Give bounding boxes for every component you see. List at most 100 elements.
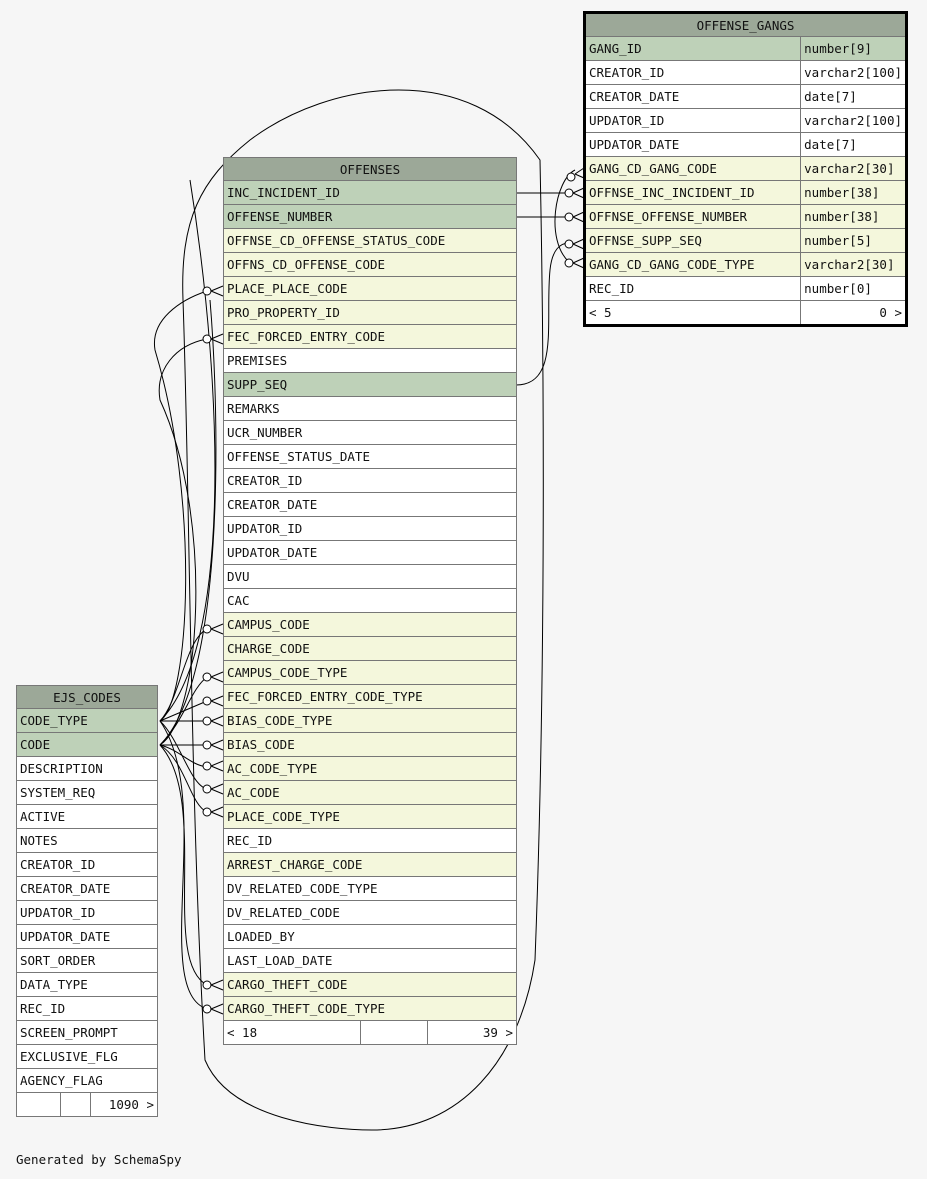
column-name[interactable]: LAST_LOAD_DATE xyxy=(223,948,517,973)
column-name[interactable]: UPDATOR_DATE xyxy=(16,924,158,949)
column-name[interactable]: CARGO_THEFT_CODE xyxy=(223,972,517,997)
column-row-offense-status-date[interactable]: OFFENSE_STATUS_DATE xyxy=(223,444,517,469)
column-name[interactable]: PLACE_PLACE_CODE xyxy=(223,276,517,301)
column-row-creator-date[interactable]: CREATOR_DATE xyxy=(16,876,158,901)
column-name[interactable]: UPDATOR_DATE xyxy=(223,540,517,565)
column-name[interactable]: CREATOR_DATE xyxy=(583,84,802,109)
column-name[interactable]: OFFNSE_CD_OFFENSE_STATUS_CODE xyxy=(223,228,517,253)
column-name[interactable]: CARGO_THEFT_CODE_TYPE xyxy=(223,996,517,1021)
column-row-system-req[interactable]: SYSTEM_REQ xyxy=(16,780,158,805)
column-row-offns-cd-offense-code[interactable]: OFFNS_CD_OFFENSE_CODE xyxy=(223,252,517,277)
table-title[interactable]: OFFENSE_GANGS xyxy=(584,12,907,37)
column-row-notes[interactable]: NOTES xyxy=(16,828,158,853)
column-name[interactable]: OFFNSE_INC_INCIDENT_ID xyxy=(583,180,802,205)
column-row-dvu[interactable]: DVU xyxy=(223,564,517,589)
column-name[interactable]: REMARKS xyxy=(223,396,517,421)
column-row-agency-flag[interactable]: AGENCY_FLAG xyxy=(16,1068,158,1093)
column-name[interactable]: DATA_TYPE xyxy=(16,972,158,997)
column-row-data-type[interactable]: DATA_TYPE xyxy=(16,972,158,997)
column-name[interactable]: UPDATOR_ID xyxy=(223,516,517,541)
column-row-campus-code-type[interactable]: CAMPUS_CODE_TYPE xyxy=(223,660,517,685)
column-row-updator-id[interactable]: UPDATOR_ID xyxy=(223,516,517,541)
column-name[interactable]: SUPP_SEQ xyxy=(223,372,517,397)
column-name[interactable]: GANG_CD_GANG_CODE_TYPE xyxy=(583,252,802,277)
column-name[interactable]: NOTES xyxy=(16,828,158,853)
column-row-ac-code[interactable]: AC_CODE xyxy=(223,780,517,805)
column-name[interactable]: CAMPUS_CODE xyxy=(223,612,517,637)
column-row-cargo-theft-code-type[interactable]: CARGO_THEFT_CODE_TYPE xyxy=(223,996,517,1021)
footer-children[interactable]: 1090 > xyxy=(90,1092,158,1117)
column-name[interactable]: CREATOR_ID xyxy=(583,60,802,85)
footer-parents[interactable] xyxy=(16,1092,61,1117)
column-name[interactable]: REC_ID xyxy=(223,828,517,853)
column-name[interactable]: AGENCY_FLAG xyxy=(16,1068,158,1093)
column-row-cac[interactable]: CAC xyxy=(223,588,517,613)
column-name[interactable]: UPDATOR_ID xyxy=(583,108,802,133)
column-name[interactable]: EXCLUSIVE_FLG xyxy=(16,1044,158,1069)
column-row-charge-code[interactable]: CHARGE_CODE xyxy=(223,636,517,661)
column-row-place-code-type[interactable]: PLACE_CODE_TYPE xyxy=(223,804,517,829)
column-row-screen-prompt[interactable]: SCREEN_PROMPT xyxy=(16,1020,158,1045)
column-name[interactable]: GANG_ID xyxy=(583,36,802,61)
column-row-pro-property-id[interactable]: PRO_PROPERTY_ID xyxy=(223,300,517,325)
column-name[interactable]: SORT_ORDER xyxy=(16,948,158,973)
column-name[interactable]: AC_CODE xyxy=(223,780,517,805)
column-name[interactable]: CREATOR_ID xyxy=(16,852,158,877)
column-name[interactable]: INC_INCIDENT_ID xyxy=(223,180,517,205)
column-name[interactable]: UPDATOR_DATE xyxy=(583,132,802,157)
column-name[interactable]: PREMISES xyxy=(223,348,517,373)
footer-parents[interactable]: < 18 xyxy=(223,1020,361,1045)
column-row-place-place-code[interactable]: PLACE_PLACE_CODE xyxy=(223,276,517,301)
column-name[interactable]: FEC_FORCED_ENTRY_CODE xyxy=(223,324,517,349)
column-row-loaded-by[interactable]: LOADED_BY xyxy=(223,924,517,949)
column-row-sort-order[interactable]: SORT_ORDER xyxy=(16,948,158,973)
column-name[interactable]: SYSTEM_REQ xyxy=(16,780,158,805)
column-row-code-type[interactable]: CODE_TYPE xyxy=(16,708,158,733)
column-row-creator-id[interactable]: CREATOR_ID xyxy=(16,852,158,877)
column-name[interactable]: FEC_FORCED_ENTRY_CODE_TYPE xyxy=(223,684,517,709)
column-row-arrest-charge-code[interactable]: ARREST_CHARGE_CODE xyxy=(223,852,517,877)
column-name[interactable]: OFFENSE_STATUS_DATE xyxy=(223,444,517,469)
column-name[interactable]: CREATOR_DATE xyxy=(223,492,517,517)
column-row-fec-forced-entry-code[interactable]: FEC_FORCED_ENTRY_CODE xyxy=(223,324,517,349)
column-row-premises[interactable]: PREMISES xyxy=(223,348,517,373)
column-row-ac-code-type[interactable]: AC_CODE_TYPE xyxy=(223,756,517,781)
column-row-active[interactable]: ACTIVE xyxy=(16,804,158,829)
table-title[interactable]: EJS_CODES xyxy=(16,685,158,709)
column-row-rec-id[interactable]: REC_ID xyxy=(16,996,158,1021)
column-name[interactable]: GANG_CD_GANG_CODE xyxy=(583,156,802,181)
column-name[interactable]: CAMPUS_CODE_TYPE xyxy=(223,660,517,685)
column-row-remarks[interactable]: REMARKS xyxy=(223,396,517,421)
column-row-inc-incident-id[interactable]: INC_INCIDENT_ID xyxy=(223,180,517,205)
column-row-creator-id[interactable]: CREATOR_ID xyxy=(223,468,517,493)
column-row-bias-code[interactable]: BIAS_CODE xyxy=(223,732,517,757)
column-name[interactable]: LOADED_BY xyxy=(223,924,517,949)
column-row-bias-code-type[interactable]: BIAS_CODE_TYPE xyxy=(223,708,517,733)
column-name[interactable]: AC_CODE_TYPE xyxy=(223,756,517,781)
column-name[interactable]: OFFENSE_NUMBER xyxy=(223,204,517,229)
column-row-updator-id[interactable]: UPDATOR_ID xyxy=(16,900,158,925)
footer-children[interactable]: 39 > xyxy=(427,1020,517,1045)
column-name[interactable]: CAC xyxy=(223,588,517,613)
column-name[interactable]: PLACE_CODE_TYPE xyxy=(223,804,517,829)
column-name[interactable]: CREATOR_ID xyxy=(223,468,517,493)
column-name[interactable]: REC_ID xyxy=(583,276,802,301)
column-name[interactable]: REC_ID xyxy=(16,996,158,1021)
column-name[interactable]: BIAS_CODE_TYPE xyxy=(223,708,517,733)
column-name[interactable]: PRO_PROPERTY_ID xyxy=(223,300,517,325)
column-name[interactable]: CHARGE_CODE xyxy=(223,636,517,661)
column-name[interactable]: ARREST_CHARGE_CODE xyxy=(223,852,517,877)
column-row-offense-number[interactable]: OFFENSE_NUMBER xyxy=(223,204,517,229)
column-row-rec-id[interactable]: REC_ID xyxy=(223,828,517,853)
column-name[interactable]: SCREEN_PROMPT xyxy=(16,1020,158,1045)
